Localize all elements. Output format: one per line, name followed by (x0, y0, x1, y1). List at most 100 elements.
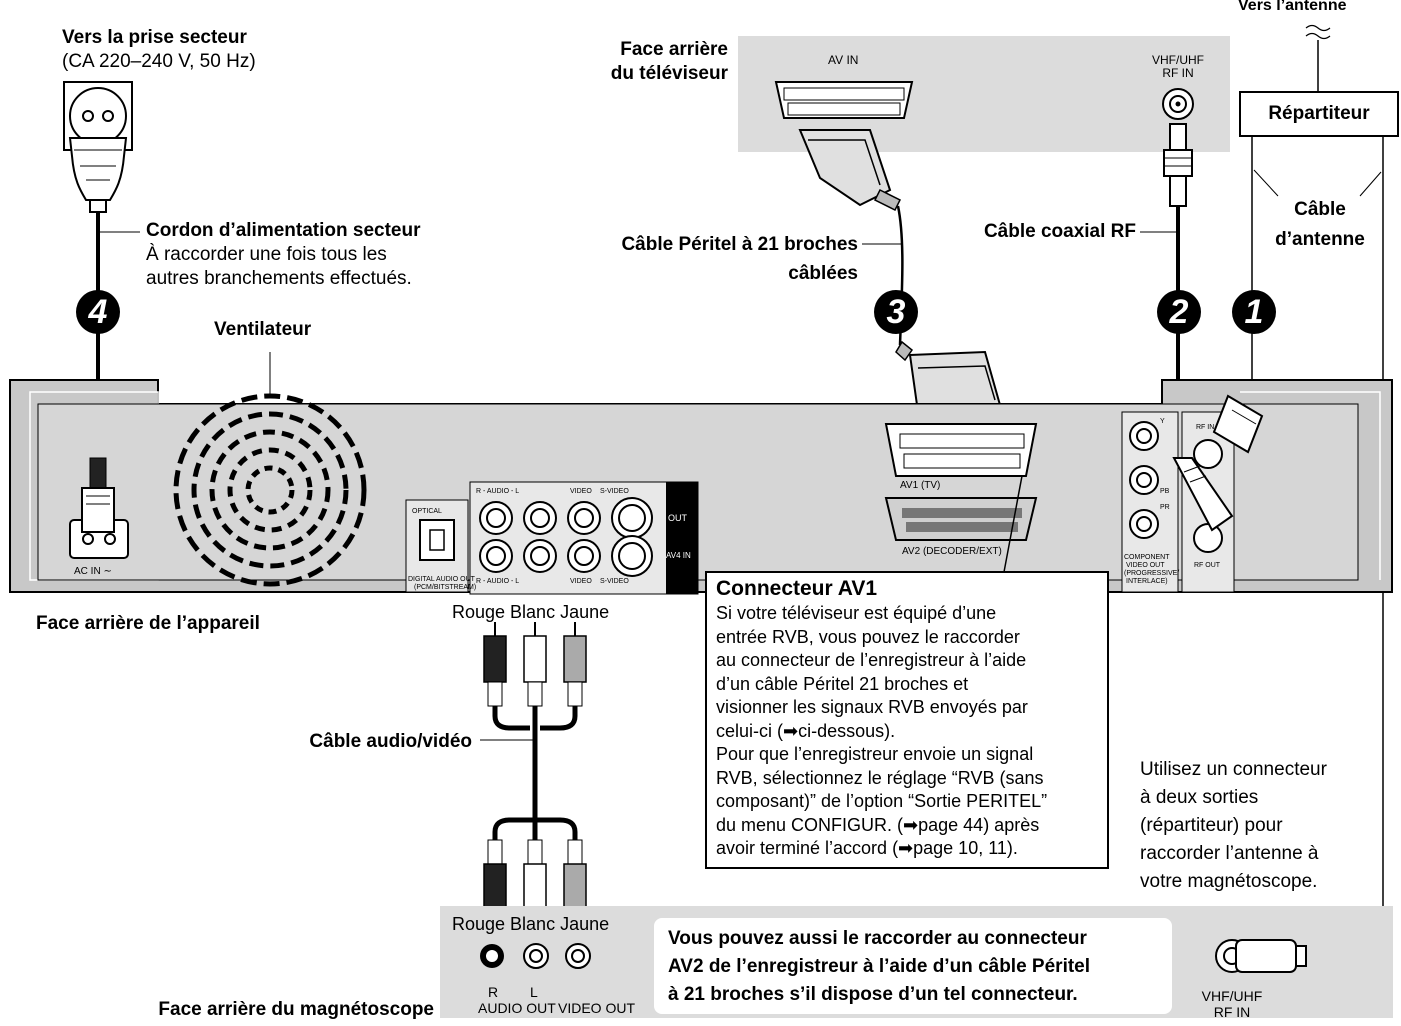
in-audio-label: R - AUDIO - L (476, 578, 520, 585)
rca-in-jacks (479, 535, 653, 577)
vcr-audio-out-label: AUDIO OUT (478, 1000, 556, 1016)
vcr-av2-note-line: Vous pouvez aussi le raccorder au connec… (668, 928, 1087, 949)
vcr-l-label: L (530, 984, 538, 1000)
antenna-cable-label-1: Câble (1294, 199, 1346, 220)
splitter-note-line: raccorder l’antenne à (1140, 843, 1319, 864)
tv-scart-pins (783, 87, 905, 116)
splitter-label: Répartiteur (1268, 103, 1370, 124)
coax-plug-recorder (1172, 457, 1234, 532)
av1-label: AV1 (TV) (900, 480, 941, 491)
av1-note-line: Si votre téléviseur est équipé d’une (716, 603, 997, 623)
antenna-cable-label-2: d’antenne (1275, 229, 1365, 250)
av1-note-line: avoir terminé l’accord (➡page 10, 11). (716, 838, 1018, 858)
step-1-badge: 1 (1232, 290, 1276, 334)
splitter-note-line: (répartiteur) pour (1140, 815, 1283, 836)
fan-label: Ventilateur (214, 319, 312, 340)
power-cord-line-2: autres branchements effectués. (146, 268, 412, 289)
fan-grille (173, 393, 367, 587)
y-label: Y (1160, 418, 1165, 425)
antenna-symbol (1305, 24, 1331, 40)
splitter-box (1239, 91, 1399, 137)
component-label-4: INTERLACE) (1126, 578, 1168, 585)
peritel-cable-label-2: câblées (788, 263, 858, 284)
step-2-badge: 2 (1157, 290, 1201, 334)
av1-note-title: Connecteur AV1 (716, 577, 878, 600)
tv-back-label-1: Face arrière (620, 39, 728, 60)
splitter-note: Utilisez un connecteur à deux sorties (r… (1140, 756, 1380, 896)
vcr-av2-note-line: AV2 de l’enregistreur à l’aide d’un câbl… (668, 956, 1091, 977)
av-panel (469, 481, 699, 595)
mains-spec: (CA 220–240 V, 50 Hz) (62, 51, 256, 72)
tv-back-label-2: du téléviseur (610, 63, 728, 84)
component-label-3: (PROGRESSIVE/ (1124, 570, 1180, 577)
av1-note-line: du menu CONFIGUR. (➡page 44) après (716, 814, 1040, 835)
antenna-plug-recorder (1212, 394, 1264, 454)
av1-note-line: entrée RVB, vous pouvez le raccorder (716, 626, 1020, 647)
av1-note-frame (705, 571, 1109, 869)
vcr-rf-plug (1215, 939, 1307, 973)
av1-note-line: RVB, sélectionnez le réglage “RVB (sans (716, 767, 1044, 788)
in-tag: AV4 IN (666, 551, 691, 560)
step-4-badge: 4 (76, 290, 120, 334)
in-video-label: VIDEO (570, 578, 592, 585)
splitter-note-line: votre magnétoscope. (1140, 871, 1318, 892)
component-label-1: COMPONENT (1124, 554, 1170, 561)
av1-note-line: Pour que l’enregistreur envoie un signal (716, 744, 1034, 764)
rca-plugs-bottom (483, 839, 587, 911)
vcr-rf-label-2: RF IN (1213, 1004, 1251, 1020)
vcr-video-out-label: VIDEO OUT (558, 1000, 636, 1016)
rf-out-label: RF OUT (1194, 562, 1221, 569)
tv-rf-in-label-1: VHF/UHF (1152, 53, 1204, 67)
av1-note-line: composant)” de l’option “Sortie PERITEL” (716, 791, 1048, 811)
vcr-av2-note-line: à 21 broches s’il dispose d’un tel conne… (668, 984, 1078, 1005)
digital-out-label-2: (PCM/BITSTREAM) (414, 584, 477, 591)
power-plug (68, 137, 128, 213)
vcr-rf-label-1: VHF/UHF (1201, 988, 1263, 1004)
av1-note-line: visionner les signaux RVB envoyés par (716, 697, 1028, 717)
component-label-2: VIDEO OUT (1126, 562, 1165, 569)
vcr-rca-jacks (480, 943, 591, 969)
antenna-label: Vers l’antenne (1238, 0, 1347, 14)
av1-note: Connecteur AV1 Si votre téléviseur est é… (716, 576, 1106, 861)
scart-plug-tv (798, 129, 902, 212)
optical-label: OPTICAL (412, 508, 442, 515)
coax-cable-label: Câble coaxial RF (983, 221, 1136, 242)
in-svideo-label: S-VIDEO (600, 578, 629, 585)
peritel-cable-label-1: Câble Péritel à 21 broches (621, 234, 858, 255)
pr-label: PR (1160, 504, 1170, 511)
splitter-note-line: à deux sorties (1140, 787, 1259, 808)
tv-av-in-label: AV IN (828, 53, 859, 67)
scart-plug-recorder (895, 340, 1002, 414)
step-3-badge: 3 (874, 290, 918, 334)
pb-label: PB (1160, 488, 1170, 495)
vcr-back-label: Face arrière du magnétoscope (158, 999, 434, 1020)
rca-plugs-top (483, 622, 587, 707)
out-svideo-label: S-VIDEO (600, 488, 629, 495)
power-cord-line-1: À raccorder une fois tous les (146, 244, 387, 265)
vcr-r-label: R (488, 984, 499, 1000)
digital-out-label-1: DIGITAL AUDIO OUT (408, 576, 475, 583)
splitter-note-line: Utilisez un connecteur (1140, 759, 1327, 780)
rf-in-label: RF IN (1196, 424, 1215, 431)
power-cord-title: Cordon d’alimentation secteur (146, 220, 421, 241)
out-video-label: VIDEO (570, 488, 592, 495)
av2-label: AV2 (DECODER/EXT) (902, 546, 1002, 557)
rca-colors-top: Rouge Blanc Jaune (452, 602, 610, 622)
unit-back-label: Face arrière de l’appareil (36, 613, 260, 634)
mains-title: Vers la prise secteur (62, 27, 247, 48)
out-tag: OUT (668, 513, 687, 523)
av-cable-label: Câble audio/vidéo (309, 731, 472, 752)
iec-plug (81, 457, 115, 533)
av1-scart-socket (884, 423, 1038, 477)
rca-out-jacks (479, 497, 653, 539)
coax-plug-tv (1163, 123, 1193, 207)
av1-note-line: celui-ci (➡ci-dessous). (716, 720, 896, 741)
tv-rf-in-label-2: RF IN (1162, 66, 1194, 80)
av1-note-line: d’un câble Péritel 21 broches et (716, 673, 969, 694)
out-audio-label: R - AUDIO - L (476, 488, 520, 495)
ac-in-label: AC IN ∼ (74, 566, 112, 577)
av1-note-line: au connecteur de l’enregistreur à l’aide (716, 650, 1027, 670)
vcr-colors-label: Rouge Blanc Jaune (452, 914, 610, 934)
rca-cable (492, 706, 578, 840)
